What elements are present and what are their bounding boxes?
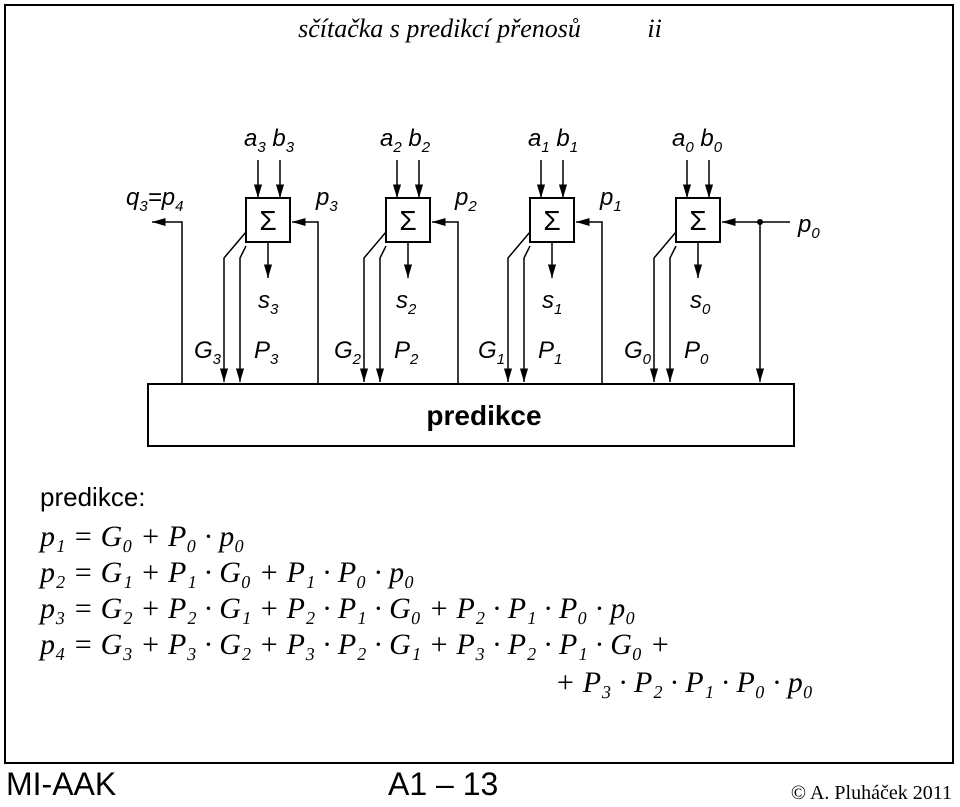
carry-label-1: p1 <box>599 184 622 215</box>
carry-label-3: p3 <box>315 184 338 215</box>
footer-copyright: © A. Pluháček 2011 <box>790 782 952 804</box>
title-text: sčítačka s predikcí přenosů <box>298 14 581 43</box>
input-label-3: a3 b3 <box>244 125 295 156</box>
equation-p4: p₄ = G₃ + P₃ · G₂ + P₃ · P₂ · G₁ + P₃ · … <box>40 628 671 661</box>
input-arrows <box>253 160 714 198</box>
footer-slide-number: A1 – 13 <box>388 766 499 802</box>
p-label-0: P0 <box>684 337 709 368</box>
equation-p3: p₃ = G₂ + P₂ · G₁ + P₂ · P₁ · G₀ + P₂ · … <box>40 592 636 625</box>
carry-wires <box>152 217 790 384</box>
slide-frame <box>4 4 954 764</box>
g-label-1: G1 <box>478 337 505 368</box>
gp-wires <box>219 231 677 382</box>
sigma-3: Σ <box>259 205 276 236</box>
equation-p2: p₂ = G₁ + P₁ · G₀ + P₁ · P₀ · p₀ <box>40 556 415 589</box>
sum-box-1 <box>529 197 575 243</box>
page-marker: ii <box>647 14 662 43</box>
p-label-2: P2 <box>394 337 419 368</box>
p-label-3: P3 <box>254 337 279 368</box>
g-label-2: G2 <box>334 337 362 368</box>
sum-box-0 <box>675 197 721 243</box>
slide-title: sčítačka s predikcí přenosů ii <box>0 14 960 44</box>
predikce-heading: predikce: <box>40 482 146 512</box>
sum-box-2 <box>385 197 431 243</box>
sum-label-1: s1 <box>542 287 562 318</box>
equation-p4-cont: + P₃ · P₂ · P₁ · P₀ · p₀ <box>555 666 814 699</box>
p-label-1: P1 <box>538 337 562 368</box>
input-label-0: a0 b0 <box>672 125 723 156</box>
carry-in-label: p0 <box>797 211 820 242</box>
g-label-3: G3 <box>194 337 222 368</box>
input-label-2: a2 b2 <box>380 125 431 156</box>
carry-out-label: q3=p4 <box>126 184 183 215</box>
input-label-1: a1 b1 <box>528 125 578 156</box>
g-label-0: G0 <box>624 337 652 368</box>
predikce-block <box>147 383 795 447</box>
sigma-2: Σ <box>399 205 416 236</box>
sum-label-0: s0 <box>690 287 711 318</box>
equation-p1: p₁ = G₀ + P₀ · p₀ <box>40 520 245 553</box>
sigma-1: Σ <box>543 205 560 236</box>
sum-boxes <box>245 197 721 243</box>
sum-arrows <box>263 242 703 278</box>
adder-diagram: a3 b3 a2 b2 a1 b1 a0 b0 Σ Σ Σ Σ s3 s2 s1… <box>126 125 820 447</box>
carry-label-2: p2 <box>454 184 477 215</box>
sum-label-3: s3 <box>258 287 279 318</box>
sum-label-2: s2 <box>396 287 417 318</box>
footer-course: MI-AAK <box>6 766 117 802</box>
carry-in-junction <box>757 219 763 225</box>
sigma-0: Σ <box>689 205 706 236</box>
predikce-block-label: predikce <box>426 400 541 431</box>
